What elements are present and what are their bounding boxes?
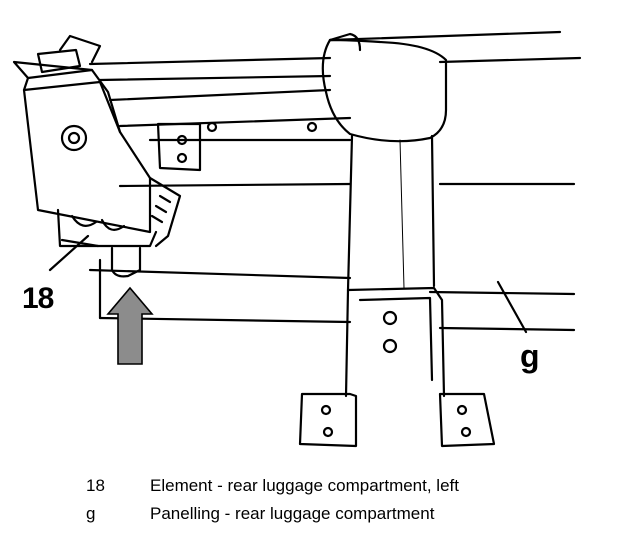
callout-18: 18 [22,282,54,315]
legend-key: g [86,504,96,523]
leader-18 [48,234,90,272]
technical-drawing [12,30,582,448]
legend: 18 Element - rear luggage compartment, l… [86,472,606,528]
up-arrow-icon [106,286,154,365]
legend-key: 18 [86,476,105,495]
legend-row: g Panelling - rear luggage compartment [86,500,606,528]
legend-row: 18 Element - rear luggage compartment, l… [86,472,606,500]
vertical-post [321,32,448,292]
panelling-lines [88,30,582,332]
rail-plate [156,121,318,172]
legend-text: Panelling - rear luggage compartment [150,504,435,523]
callout-g: g [520,338,540,374]
rail [88,56,352,142]
foot-bracket [298,286,496,448]
element-18 [12,34,182,278]
legend-text: Element - rear luggage compartment, left [150,476,459,495]
leader-g [496,280,528,334]
